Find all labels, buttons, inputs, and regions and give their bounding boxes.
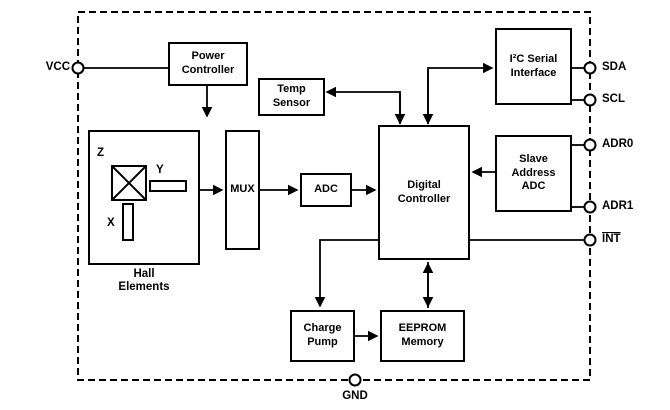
pin-adr0 [583, 138, 597, 152]
pin-adr1 [583, 200, 597, 214]
block-temp-sensor: Temp Sensor [258, 78, 325, 116]
block-power-controller: Power Controller [168, 42, 248, 86]
pin-label-gnd: GND [342, 390, 368, 402]
block-hall-elements [88, 130, 200, 265]
block-mux: MUX [225, 130, 260, 250]
block-slave-address-adc: Slave Address ADC [495, 135, 572, 212]
block-digital-controller: Digital Controller [378, 125, 470, 260]
wire-digital-to-charge-pump [314, 239, 378, 308]
pin-gnd [348, 373, 362, 387]
pin-int [583, 233, 597, 247]
pin-label-sda: SDA [602, 61, 627, 73]
pin-label-scl: SCL [602, 93, 625, 105]
pin-vcc [71, 61, 85, 75]
hall-axis-y-label: Y [156, 164, 164, 176]
block-charge-pump: Charge Pump [290, 310, 355, 362]
block-adc: ADC [300, 173, 352, 207]
pin-scl [583, 93, 597, 107]
hall-elements-caption: Hall Elements [118, 268, 170, 293]
wire-digital-to-i2c [427, 62, 494, 124]
pin-sda [583, 61, 597, 75]
pin-label-int: INT [602, 233, 621, 245]
pin-label-vcc: VCC [45, 61, 70, 73]
hall-axis-z-label: Z [97, 147, 105, 159]
hall-axis-x-label: X [107, 217, 115, 229]
wire-digital-to-temp-sensor [325, 86, 401, 124]
pin-label-adr1: ADR1 [602, 200, 634, 212]
block-i2c-serial-interface: I²C Serial Interface [495, 28, 572, 105]
block-eeprom-memory: EEPROM Memory [380, 310, 465, 362]
pin-label-adr0: ADR0 [602, 138, 634, 150]
